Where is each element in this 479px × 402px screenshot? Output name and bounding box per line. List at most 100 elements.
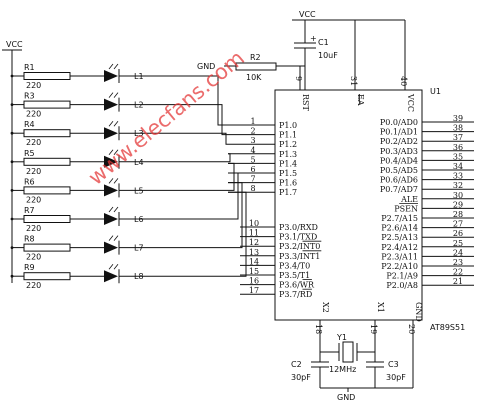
right-pin-label: P0.3/AD3 [380,147,418,156]
right-pin-label: PSEN [394,204,418,213]
bottom-pin-label: X1 [376,302,385,313]
right-pin-label: P2.3/A11 [381,252,418,261]
current-limit-resistor [23,100,71,109]
p1-route-wire [150,75,228,126]
led-diode [104,184,118,197]
p3-pin-number: 15 [249,267,259,276]
bottom-pin-label: GND [414,302,423,322]
resistor-value: 220 [26,167,41,176]
right-pin-label: P2.7/A15 [381,214,418,223]
p1-route-wire [150,191,247,277]
vcc-top-label: VCC [299,10,316,19]
led-light-arrow [108,235,114,241]
p1-pin-number: 3 [250,136,255,145]
p3-pin-number: 14 [249,257,259,266]
rail-junction [10,189,14,192]
led-diode [104,241,118,254]
resistor-label: R1 [24,63,35,72]
right-pin-number: 35 [453,152,463,161]
led-diode [104,98,118,111]
led-light-arrow [108,178,114,184]
right-pin-label: P2.1/A9 [386,272,418,281]
p3-pin-label: P3.3/INT1 [279,252,320,261]
right-pin-label: P0.0/AD0 [380,118,418,127]
p1-pin-number: 6 [250,165,255,174]
resistor-value: 220 [26,138,41,147]
rail-junction [10,160,14,164]
c3-value: 30pF [386,373,406,382]
current-limit-resistor [23,72,71,80]
p1-pin-label: P1.7 [279,188,297,197]
rail-junction [10,74,14,78]
right-pin-number: 37 [453,133,463,142]
p1-route-wire [150,132,228,145]
current-limit-resistor [23,186,71,195]
p1-pin-label: P1.3 [279,150,297,159]
current-limit-resistor [23,243,71,252]
p1-pin-label: P1.0 [279,121,297,130]
led-label: L8 [134,272,144,281]
resistor-label: R9 [24,263,35,272]
resistor-value: 220 [26,195,41,204]
led-diode [104,270,118,283]
bottom-pin-number: 18 [314,324,323,334]
right-pin-label: P0.6/AD6 [380,176,418,185]
led-light-arrow [108,263,114,270]
right-pin-number: 21 [453,277,463,286]
resistor-value: 220 [26,110,41,119]
right-pin-label: P0.5/AD5 [380,166,418,175]
led-label: L5 [134,186,144,195]
resistor-value: 220 [26,281,41,290]
p3-pin-number: 12 [249,238,259,247]
p3-pin-number: 10 [249,219,259,228]
top-pin-number: 31 [349,76,358,86]
resistor-value: 220 [26,224,41,233]
led-diode [104,213,118,225]
right-pin-label: P0.7/AD7 [380,185,418,194]
right-pin-label: P2.6/A14 [381,224,418,233]
vcc-left-label: VCC [6,40,23,49]
right-pin-label: P2.0/A8 [386,281,418,290]
led-light-arrow [113,235,119,241]
crystal-label: Y1 [336,333,347,342]
p3-pin-label: P3.6/WR [279,281,315,290]
resistor-label: R8 [24,235,35,244]
right-pin-number: 29 [453,200,463,209]
watermark-text: www.elecfans.com [84,46,249,190]
led-light-arrow [113,63,119,70]
p1-pin-number: 8 [250,184,255,193]
top-pin-number: 9 [294,76,303,81]
p1-route-wire [150,182,243,249]
p3-pin-label: P3.2/INT0 [279,242,320,251]
led-light-arrow [113,120,119,127]
c1-value: 10uF [318,51,338,60]
led-diode [104,70,118,82]
p3-pin-label: P3.4/T0 [279,261,310,270]
right-pin-label: P0.4/AD4 [380,156,418,165]
led-light-arrow [113,206,119,213]
right-pin-number: 30 [453,191,463,200]
p3-pin-label: P3.5/T1 [279,271,310,280]
right-pin-number: 25 [453,239,463,248]
r2-value: 10K [246,73,262,82]
current-limit-resistor [23,215,71,223]
right-pin-number: 27 [453,220,463,229]
led-label: L4 [134,158,144,167]
resistor-value: 220 [26,81,41,90]
right-pin-label: P2.2/A10 [381,262,418,271]
right-pin-number: 24 [453,248,463,257]
vcc-left-supply: VCC [2,40,23,283]
p1-pin-number: 1 [250,117,255,126]
right-pin-number: 28 [453,210,463,219]
crystal-y1 [342,341,354,363]
right-pin-number: 34 [453,162,463,171]
led-label: L6 [134,215,144,224]
p3-pin-label: P3.7/RD [279,290,312,299]
bottom-pin-label: X2 [321,302,330,313]
p1-route-wire [150,153,231,163]
p1-pin-label: P1.6 [279,179,297,188]
